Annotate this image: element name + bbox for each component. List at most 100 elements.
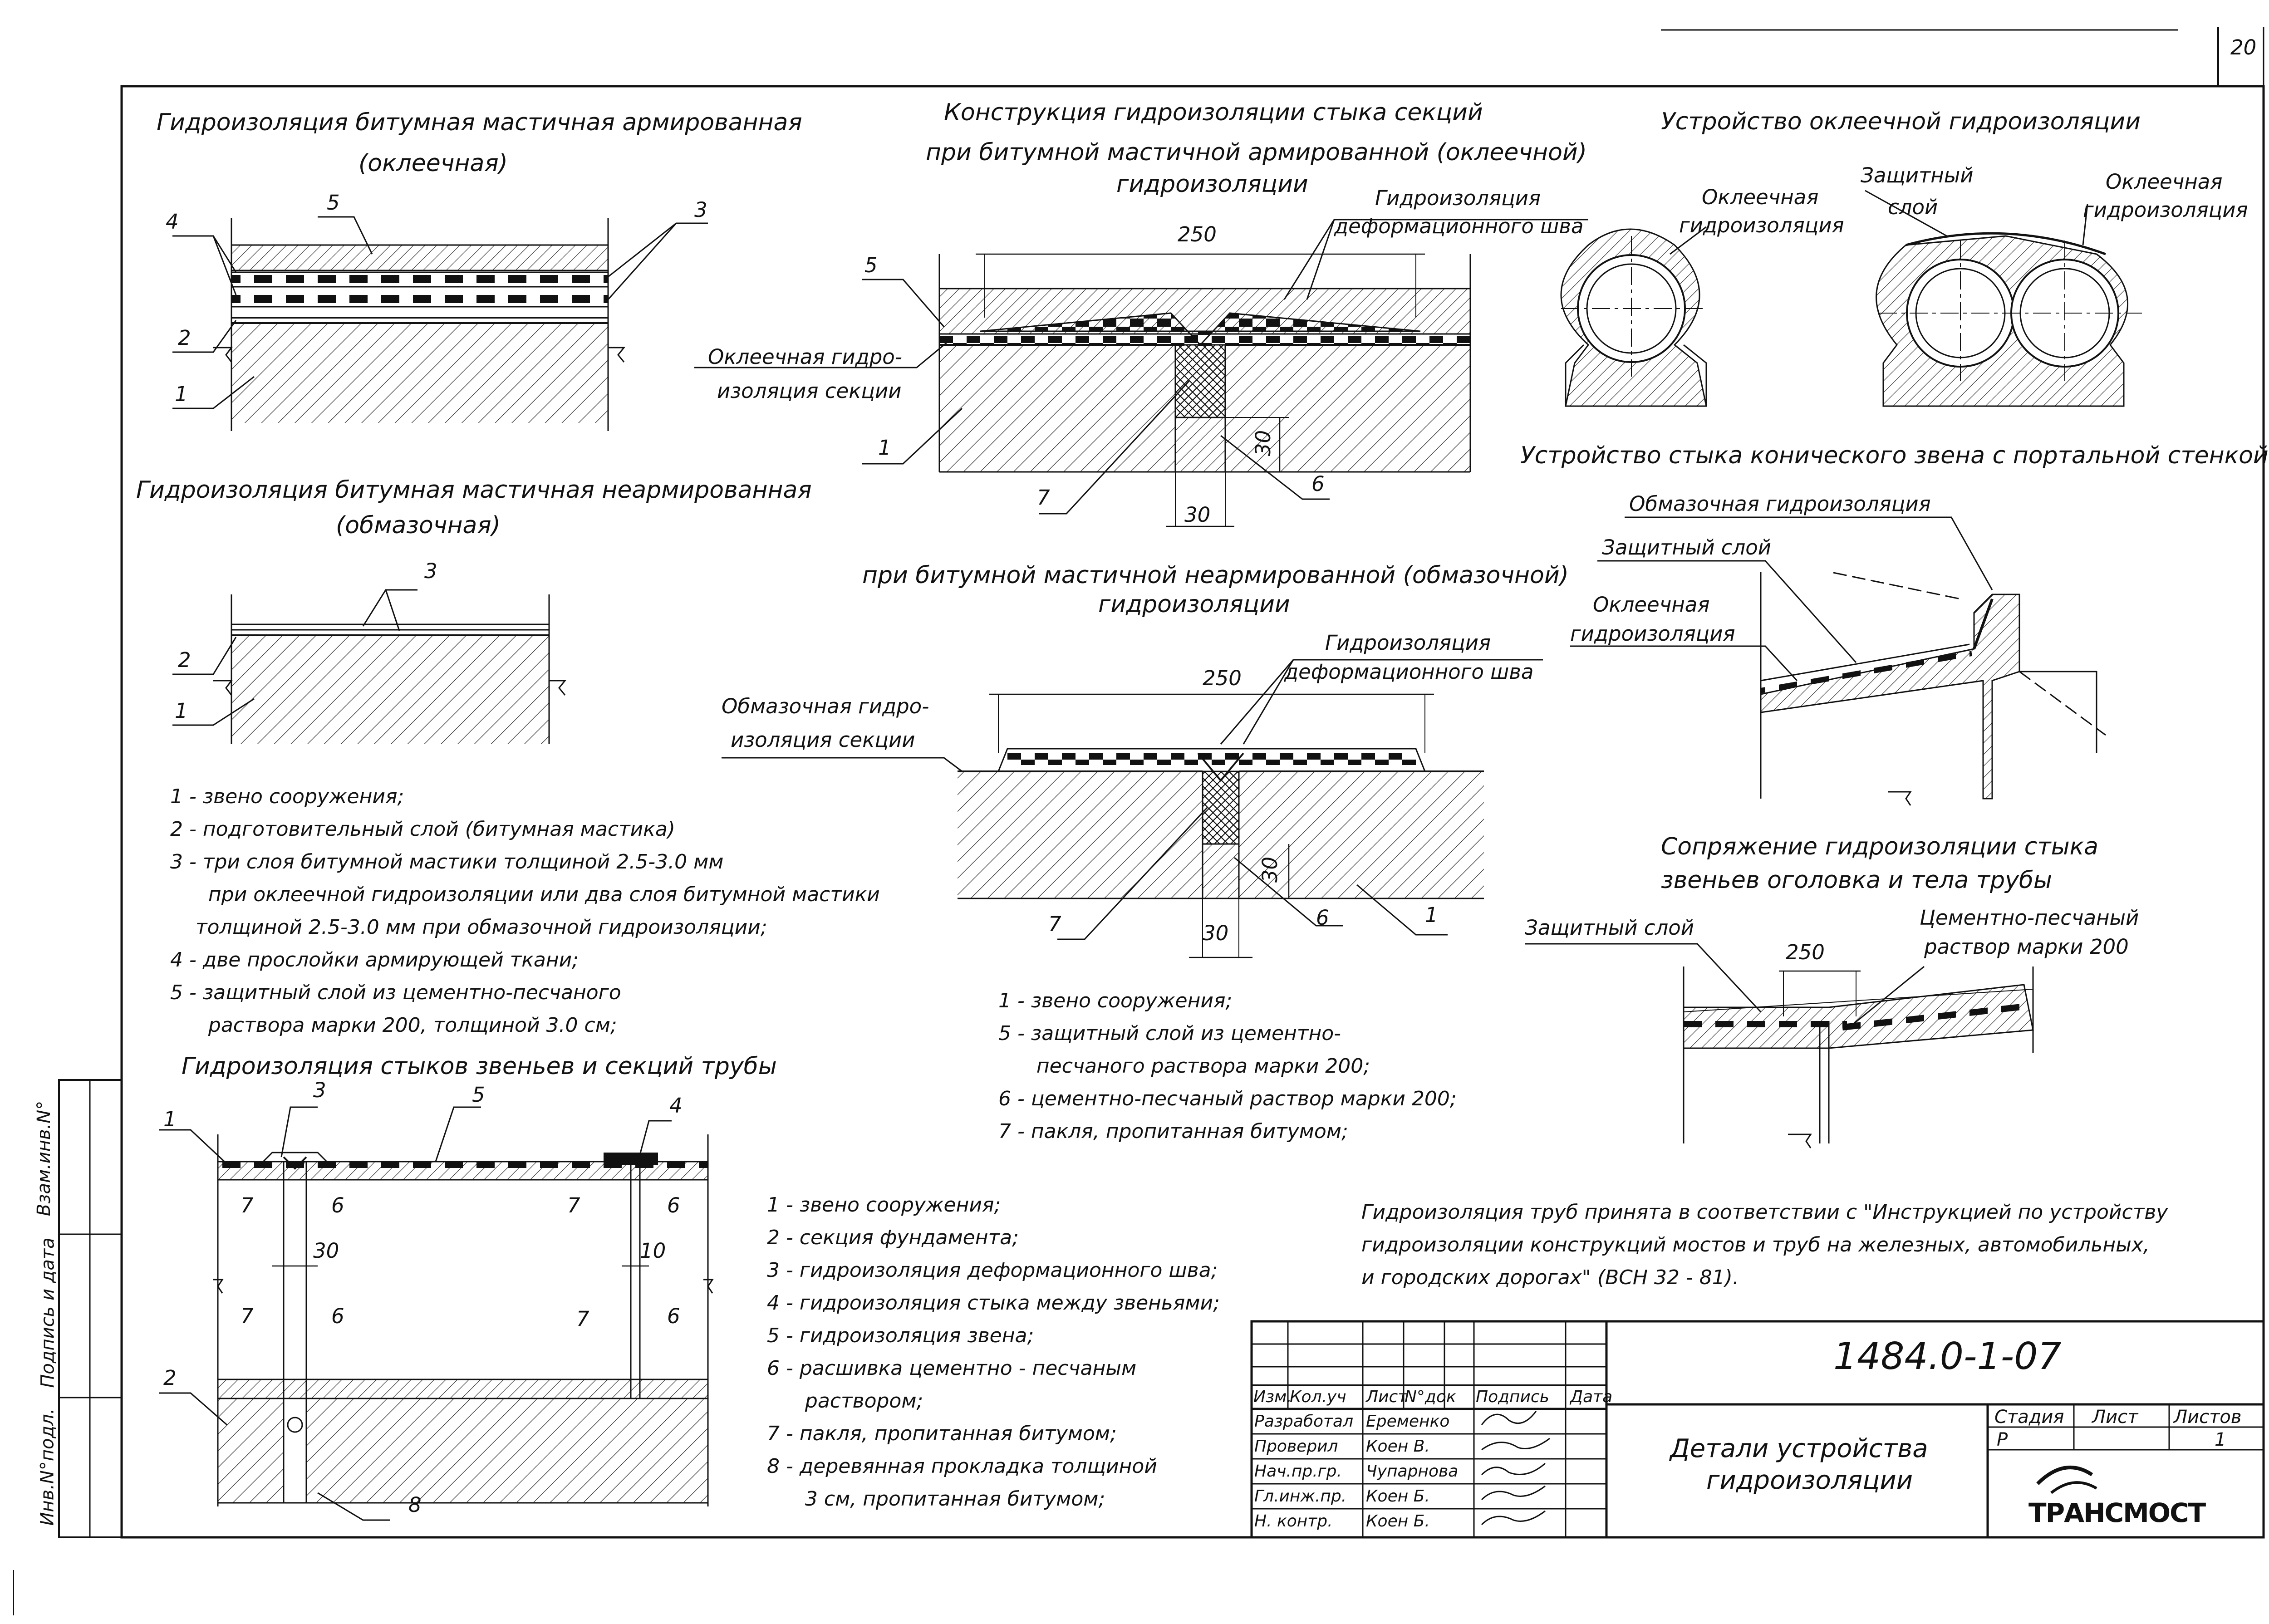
drawing-title-2: гидроизоляции [1706, 1466, 1913, 1495]
title-joint-sub: при битумной мастичной армированной (окл… [926, 139, 1587, 166]
callout-7: 7 [567, 1193, 580, 1217]
tb-name: Еременко [1366, 1412, 1450, 1431]
figure-cone-joint [1570, 516, 2106, 806]
figure-joint-coated [722, 659, 1543, 958]
legend_bottom-line: 4 - гидроизоляция стыка между звеньями; [767, 1291, 1220, 1315]
tb-header-kol: Кол.уч [1290, 1388, 1346, 1406]
legend_mid-line: 6 - цементно-песчаный раствор марки 200; [998, 1087, 1457, 1110]
label-protective: Защитный слой [1525, 916, 1694, 940]
label-def-joint-2: деформационного шва [1284, 660, 1534, 684]
label-glued-2: гидроизоляция [1570, 622, 1735, 646]
label-def-joint: Гидроизоляция [1325, 631, 1491, 655]
legend_bottom-line: раствором; [767, 1389, 923, 1413]
figure-pipe-glued [1560, 226, 1707, 407]
tb-name: Коен В. [1366, 1437, 1430, 1456]
tb-role: Нач.пр.гр. [1254, 1462, 1342, 1481]
tb-sheets-value: 1 [2215, 1429, 2226, 1450]
tb-header-doc: N°док [1405, 1388, 1456, 1406]
legend-left: 1 - звено сооружения; 2 - подготовительны… [170, 780, 880, 1042]
legend_bottom-line: 3 см, пропитанная битумом; [767, 1487, 1105, 1511]
tb-role: Н. контр. [1254, 1512, 1333, 1531]
callout-6: 6 [667, 1304, 680, 1328]
figure-pipe-double [1865, 190, 2142, 407]
tb-sheets-label: Листов [2174, 1407, 2242, 1428]
callout-2: 2 [178, 326, 191, 350]
title-conj: Сопряжение гидроизоляции стыка [1661, 833, 2098, 860]
tb-role: Разработал [1254, 1412, 1354, 1431]
legend_mid-line: песчаного раствора марки 200; [998, 1055, 1370, 1078]
callout-5: 5 [864, 253, 878, 277]
tb-stage-label: Стадия [1994, 1407, 2064, 1428]
tb-name: Коен Б. [1366, 1512, 1430, 1531]
legend_left-line: 2 - подготовительный слой (битумная маст… [170, 818, 675, 841]
callout-7: 7 [241, 1193, 254, 1217]
note-line: гидроизоляции конструкций мостов и труб … [1361, 1233, 2150, 1256]
sheet-number: 20 [2230, 35, 2257, 59]
callout-2: 2 [163, 1366, 177, 1390]
label-glued: Оклеечная [1702, 185, 1819, 209]
dim-250: 250 [1178, 222, 1217, 246]
legend_bottom-line: 7 - пакля, пропитанная битумом; [767, 1422, 1117, 1445]
legend_left-line: 5 - защитный слой из цементно-песчаного [170, 981, 621, 1004]
note-line: Гидроизоляция труб принята в соответстви… [1361, 1201, 2168, 1224]
tb-role: Гл.инж.пр. [1254, 1487, 1347, 1506]
callout-3: 3 [424, 559, 437, 583]
figure-reinforced-section [172, 216, 708, 431]
title-block-grid [1250, 1320, 2265, 1539]
legend_left-line: при оклеечной гидроизоляции или два слоя… [170, 883, 880, 906]
stamp-signature-date: Подпись и дата [37, 1237, 59, 1388]
callout-3: 3 [313, 1078, 326, 1102]
title-pipe: Устройство оклеечной гидроизоляции [1661, 108, 2141, 135]
drawing-code: 1484.0-1-07 [1833, 1335, 2062, 1378]
title-joint-sub2: гидроизоляции [1116, 171, 1308, 198]
callout-7: 7 [241, 1304, 254, 1328]
callout-1: 1 [175, 699, 188, 723]
title-reinforced: Гидроизоляция битумная мастичная армиров… [157, 109, 802, 136]
callout-2: 2 [178, 648, 191, 672]
label-glued-section: Оклеечная гидро- [708, 345, 903, 369]
label-coated-section-2: изоляция секции [731, 728, 915, 752]
legend_left-line: 1 - звено сооружения; [170, 785, 404, 808]
tb-header-date: Дата [1570, 1388, 1613, 1406]
label-cement: Цементно-песчаный [1920, 906, 2139, 930]
label-glued-section-2: изоляция секции [717, 379, 902, 403]
tb-role: Проверил [1254, 1437, 1338, 1456]
figure-head-conjunction [1525, 943, 2034, 1148]
title-reinforced-sub: (оклеечная) [359, 150, 508, 177]
tb-sheet-label: Лист [2092, 1407, 2138, 1428]
label-protective-2: слой [1888, 195, 1938, 219]
tb-stage-value: Р [1997, 1429, 2008, 1450]
company-logo-text: ТРАНСМОСТ [2028, 1497, 2206, 1528]
dim-30-vertical: 30 [1251, 430, 1276, 456]
callout-1: 1 [175, 382, 188, 406]
label-coated: Обмазочная гидроизоляция [1629, 492, 1931, 516]
callout-6: 6 [667, 1193, 680, 1217]
title-joint: Конструкция гидроизоляции стыка секций [944, 99, 1483, 126]
label-protective: Защитный [1861, 163, 1974, 187]
tb-header-list: Лист [1366, 1388, 1408, 1406]
title-cone: Устройство стыка конического звена с пор… [1520, 442, 2269, 469]
callout-7: 7 [576, 1307, 589, 1331]
figure-pipe-links [159, 1106, 714, 1521]
figure-joint-glued [694, 219, 1588, 527]
legend_bottom-line: 3 - гидроизоляция деформационного шва; [767, 1259, 1218, 1282]
legend_left-line: 4 - две прослойки армирующей ткани; [170, 948, 579, 971]
figure-nonreinforced-section [172, 589, 567, 744]
stamp-inv-replace: Взам.инв.N° [34, 1100, 55, 1217]
legend_mid-line: 1 - звено сооружения; [998, 989, 1233, 1012]
dim-30-vertical: 30 [1258, 856, 1282, 883]
dim-10: 10 [640, 1239, 666, 1263]
legend_bottom-line: 6 - расшивка цементно - песчаным [767, 1357, 1137, 1380]
title-conj-sub: звеньев оголовка и тела трубы [1661, 867, 2052, 894]
callout-6: 6 [331, 1193, 344, 1217]
label-glued: Оклеечная [1593, 593, 1710, 617]
title-nonreinforced: Гидроизоляция битумная мастичная неармир… [136, 476, 812, 504]
legend_left-line: раствора марки 200, толщиной 3.0 см; [170, 1014, 617, 1037]
title-joint2: при битумной мастичной неармированной (о… [862, 562, 1569, 589]
callout-6: 6 [1311, 472, 1325, 496]
legend_bottom-line: 2 - секция фундамента; [767, 1226, 1019, 1249]
callout-4: 4 [669, 1094, 683, 1118]
legend-bottom: 1 - звено сооружения;2 - секция фундамен… [767, 1189, 1220, 1516]
legend_left-line: 3 - три слоя битумной мастики толщиной 2… [170, 850, 724, 873]
